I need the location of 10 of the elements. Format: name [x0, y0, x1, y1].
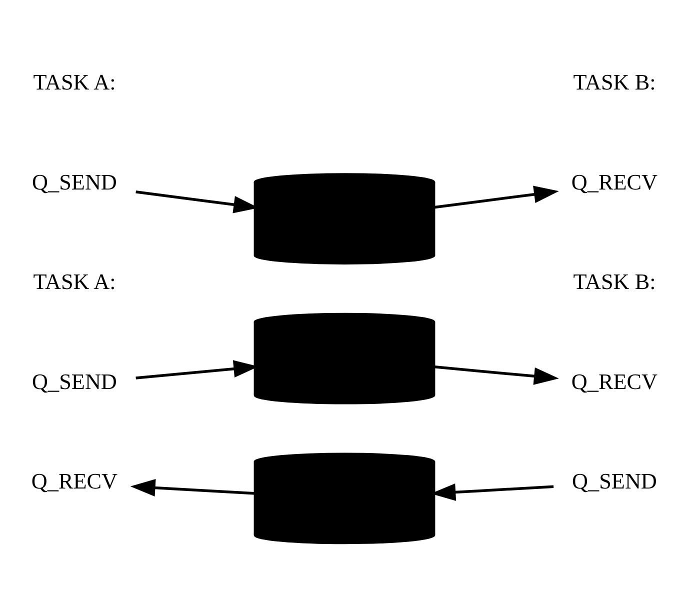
node-text: Q_RECV	[31, 468, 118, 494]
node-text: Q_RECV	[571, 368, 658, 394]
node-text: Q_SEND	[32, 169, 117, 194]
label: TASK B:	[573, 70, 656, 95]
node-text: Q_RECV	[571, 169, 658, 194]
node-text: Q_SEND	[572, 468, 657, 494]
label: TASK B:	[573, 269, 656, 294]
label: TASK A:	[33, 269, 116, 294]
label: TASK A:	[33, 70, 116, 95]
node-text: Q_SEND	[32, 368, 117, 394]
